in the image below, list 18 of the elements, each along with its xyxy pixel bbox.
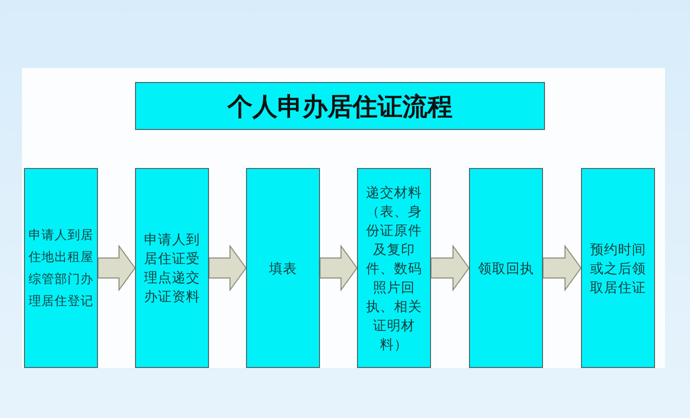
title-box: 个人申办居住证流程 xyxy=(135,82,545,130)
process-box xyxy=(581,168,655,368)
process-box xyxy=(469,168,543,368)
block-arrow xyxy=(320,244,358,292)
block-arrow xyxy=(542,244,582,292)
step-text: 填表 xyxy=(268,260,298,278)
step-text: 领取回执 xyxy=(477,260,535,278)
block-arrow xyxy=(208,244,247,292)
process-box xyxy=(135,168,209,368)
step-text: 递交材料（表、身份证原件及复印件、数码照片回执、相关证明材料） xyxy=(365,184,423,354)
block-arrow xyxy=(430,244,470,292)
process-box xyxy=(357,168,431,368)
process-box xyxy=(24,168,98,368)
process-box xyxy=(246,168,320,368)
step-text: 申请人到居住证受理点递交办证资料 xyxy=(143,231,201,306)
step-text: 预约时间或之后领取居住证 xyxy=(589,240,647,296)
step-text: 申请人到居住地出租屋综管部门办理居住登记 xyxy=(28,227,94,310)
block-arrow xyxy=(98,244,136,292)
